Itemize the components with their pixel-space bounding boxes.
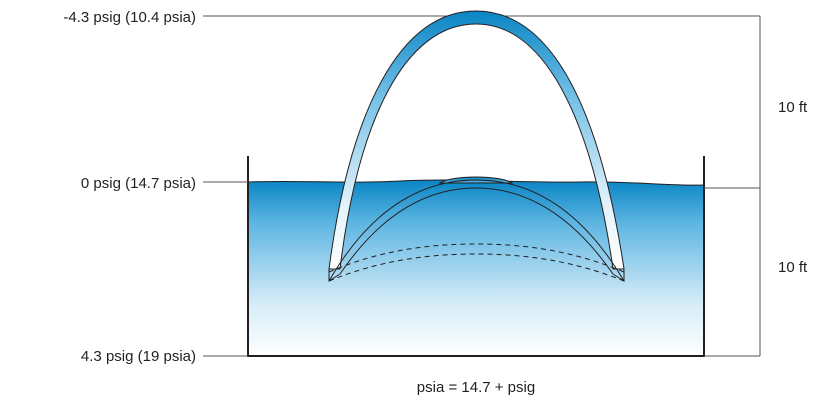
bottom-pressure-label: 4.3 psig (19 psia) xyxy=(81,348,196,365)
surface-pressure-label: 0 psig (14.7 psia) xyxy=(81,175,196,192)
submerged-tube-dashed-upper xyxy=(328,243,625,273)
lower-siphon-tube-inner xyxy=(339,187,614,275)
submerged-tube-dashed-lower xyxy=(328,253,625,282)
upper-height-label: 10 ft xyxy=(778,99,808,116)
lower-siphon-tube-outer xyxy=(328,179,625,282)
lower-height-label: 10 ft xyxy=(778,259,808,276)
formula-label: psia = 14.7 + psig xyxy=(417,379,535,396)
upper-siphon-tube xyxy=(328,10,625,270)
tank xyxy=(247,156,705,357)
water xyxy=(248,180,704,356)
top-pressure-label: -4.3 psig (10.4 psia) xyxy=(63,9,196,26)
